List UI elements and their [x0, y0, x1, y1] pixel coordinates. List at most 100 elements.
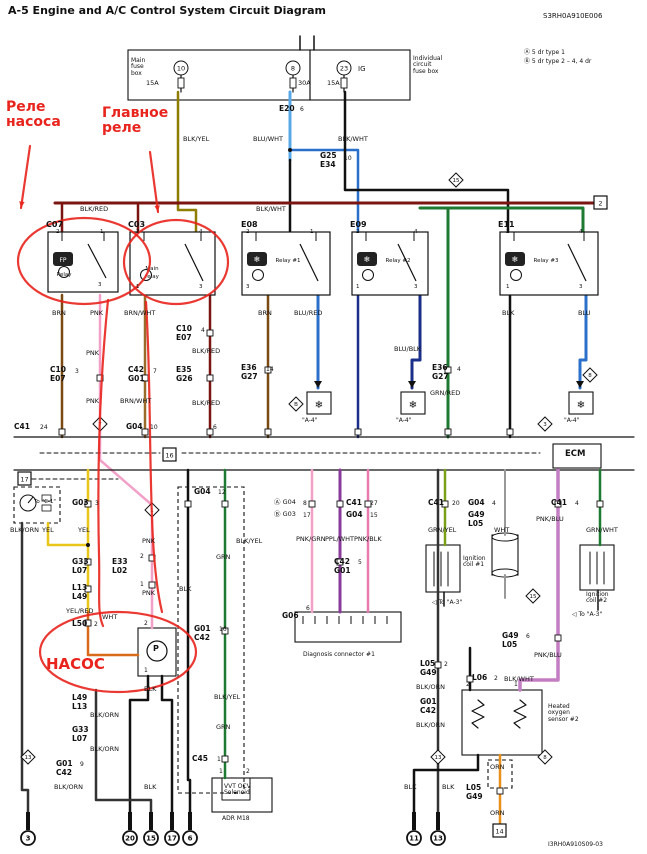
connector-label: G01 — [334, 566, 351, 575]
wire-label: Heated oxygen sensor #2 — [548, 703, 579, 723]
connector-label: G01 — [194, 624, 211, 633]
wire-label: 3 — [246, 284, 250, 290]
meter-needle — [27, 496, 34, 504]
wire-label: Ⓐ G04 — [274, 498, 296, 506]
ground-point — [182, 830, 198, 846]
connector-label: C42 — [194, 633, 210, 642]
component-box — [127, 49, 311, 101]
connector-pin — [441, 500, 449, 508]
wire-label: PNK/BLK — [354, 535, 382, 543]
wire-label: 4 — [457, 366, 461, 373]
wire-label: 7 — [153, 368, 157, 375]
wire-label: 2 — [94, 621, 98, 628]
red-circle-annotation — [38, 610, 198, 694]
red-arrowhead — [19, 201, 25, 208]
connector-label: G49 — [502, 631, 519, 640]
connector-pin — [466, 675, 474, 683]
wire-label: BRN — [258, 309, 272, 317]
wire-label: 1 — [310, 229, 314, 235]
wire-label: BRN — [52, 309, 66, 317]
wire-label: BLK/ORN — [10, 526, 40, 534]
connector-pin — [84, 619, 92, 627]
connector-label: G33 — [72, 557, 89, 566]
component-box — [552, 443, 602, 469]
wire-label: 20 — [452, 500, 460, 507]
wire-label: BRN/WHT — [124, 309, 156, 317]
connector-pin — [58, 428, 66, 436]
ac-unit-icon — [306, 391, 332, 415]
svg-text: ❄ — [364, 255, 371, 264]
svg-text: FP — [59, 257, 66, 264]
wire-label: BLK/YEL — [236, 537, 263, 545]
wire-label: 2 — [466, 681, 470, 688]
red-arrow-annotation — [148, 150, 160, 214]
connector-label: E35 — [176, 365, 192, 374]
connector-label: E11 — [498, 220, 515, 229]
wire-label: 3 — [95, 500, 99, 507]
wire-label: BLK/WHT — [256, 205, 286, 213]
wire-label: GRN/RED — [430, 389, 461, 397]
wire-label: ADR M18 — [222, 815, 250, 822]
wire-label: WHT — [102, 613, 118, 621]
svg-text: 6 — [188, 835, 193, 843]
wire — [518, 468, 560, 692]
wire-label: 14 — [266, 366, 274, 373]
wire-label: PNK — [90, 309, 104, 317]
wire-label: 4 — [414, 229, 418, 235]
wire — [128, 674, 150, 814]
wire-label: 4 — [579, 229, 583, 235]
connector-label: G04 — [468, 498, 485, 507]
wire-label: 1 — [219, 768, 223, 775]
wire-label: 30A — [298, 79, 311, 87]
wire-label: 15 — [370, 512, 378, 519]
wire-label: 10 — [344, 155, 352, 162]
connector-label: C45 — [192, 754, 208, 763]
connector-label: L13 — [72, 583, 88, 592]
wire-label: 3 — [75, 368, 79, 375]
wire — [186, 468, 192, 814]
connector-label: L49 — [72, 592, 88, 601]
connector-pin — [354, 428, 362, 436]
wire-label: 17 — [303, 512, 311, 519]
page-ref-box — [492, 823, 507, 838]
wire-label: GRN/YEL — [428, 526, 457, 534]
connector-pin — [264, 428, 272, 436]
wire-label: 2 — [356, 229, 360, 235]
component-box — [211, 777, 273, 813]
diamond-ref — [525, 588, 541, 604]
component-box — [461, 689, 543, 756]
svg-text: Relay #2 — [386, 258, 411, 264]
connector-label: E36 — [432, 363, 448, 372]
connector-label: E20 — [279, 104, 295, 113]
wire-label: 1 — [144, 667, 148, 674]
red-annotation-text: Реле насоса — [6, 99, 61, 131]
wire-label: PNK/GRN — [296, 535, 326, 543]
connector-pin — [221, 627, 229, 635]
diamond-ref — [20, 749, 36, 765]
connector-label: G04 — [126, 422, 143, 431]
wire-label: BLK/RED — [192, 399, 221, 407]
connector-label: P — [153, 644, 159, 653]
wire-label: 2 — [140, 553, 144, 560]
wire — [46, 521, 90, 547]
diamond-ref — [288, 396, 304, 412]
wire-label: 1 — [136, 284, 140, 290]
page-ref-box — [162, 447, 177, 462]
wire-label: Ⓑ G03 — [274, 510, 296, 518]
connector-pin — [336, 558, 344, 566]
connector-pin — [444, 366, 452, 374]
connector-label: L05 — [466, 783, 482, 792]
connector-label: C10 — [176, 324, 192, 333]
connector-pin — [206, 374, 214, 382]
connector-label: L06 — [472, 673, 488, 682]
wire-label: PNK — [142, 537, 156, 545]
svg-text: 3 — [26, 835, 31, 843]
wire-label: 16 — [219, 626, 227, 633]
pump-icon — [146, 640, 168, 662]
svg-text: 11 — [409, 835, 419, 843]
svg-text: 13 — [435, 755, 442, 761]
fuse-icon — [177, 77, 185, 89]
connector-label: L05 — [468, 519, 484, 528]
wire — [513, 699, 527, 729]
wire-label: 2 — [136, 229, 140, 235]
